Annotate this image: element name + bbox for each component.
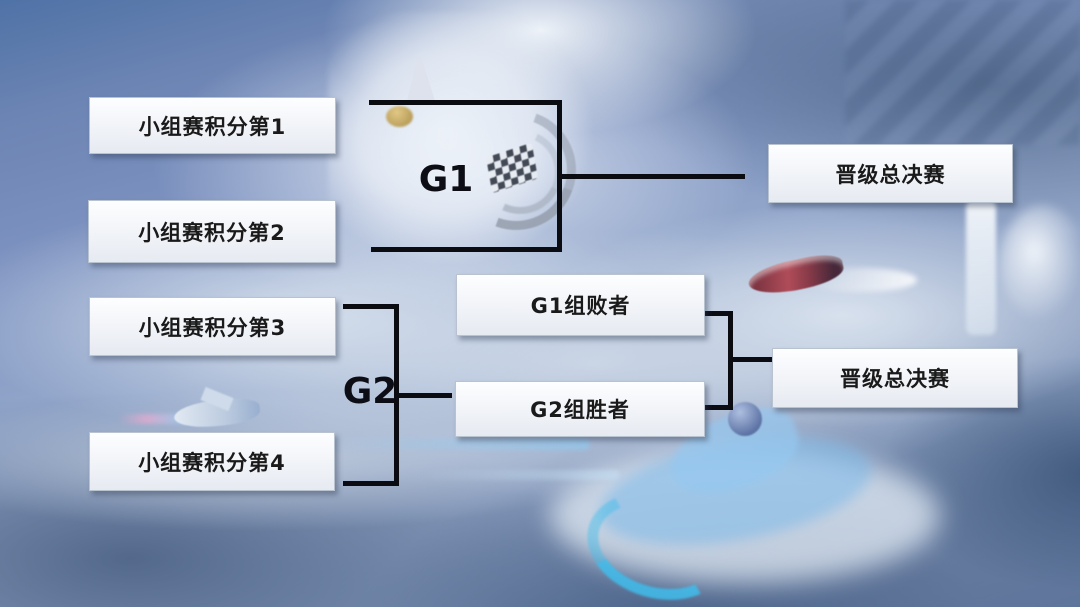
castle-cloud-blob [328, 12, 592, 264]
cloud-puff-decoration [1000, 205, 1080, 320]
g1-bracket-top-line [369, 100, 562, 105]
cloud-castle-decoration [328, 12, 596, 264]
jet-decoration [118, 386, 288, 442]
g2-bracket-top-line [343, 304, 399, 309]
g2-winner-connector-line [399, 393, 452, 398]
cloud-pillar-decoration [966, 200, 996, 335]
seed-node-2: 小组赛积分第2 [88, 200, 336, 263]
red-ship-decoration [740, 250, 920, 310]
seed-node-3: 小组赛积分第3 [89, 297, 336, 356]
jet-trail [118, 414, 190, 424]
seed-node-4: 小组赛积分第4 [89, 432, 335, 491]
group-g1-label: G1 [418, 159, 474, 200]
dark-cloud-texture [845, 0, 1080, 145]
qualifier-node-g2-winner: G2组胜者 [455, 381, 705, 437]
seed-node-1: 小组赛积分第1 [89, 97, 336, 154]
g2-bracket-vertical-line [394, 304, 399, 486]
g1-outcome-node: 晋级总决赛 [768, 144, 1013, 203]
rider-light-streak [420, 470, 620, 480]
castle-gold-dome [386, 106, 413, 127]
g1-winner-connector-line [562, 174, 745, 179]
rider-light-streak [325, 438, 590, 450]
ship-body [745, 250, 847, 300]
group-g2-label: G2 [342, 371, 398, 412]
qualifier-bracket-vertical-line [728, 311, 733, 410]
g1-bracket-bottom-line [371, 247, 562, 252]
qualifier-bracket-top-line [703, 311, 733, 316]
qualifier-node-g1-loser: G1组败者 [456, 274, 705, 336]
qualifier-bracket-bottom-line [703, 405, 733, 410]
g1-bracket-vertical-line [557, 100, 562, 252]
qualifier-winner-connector-line [733, 357, 772, 362]
hoverbike-rider-decoration [325, 390, 1000, 607]
rider-helmet [728, 402, 762, 436]
g2-bracket-bottom-line [343, 481, 399, 486]
qualifier-outcome-node: 晋级总决赛 [772, 348, 1018, 408]
